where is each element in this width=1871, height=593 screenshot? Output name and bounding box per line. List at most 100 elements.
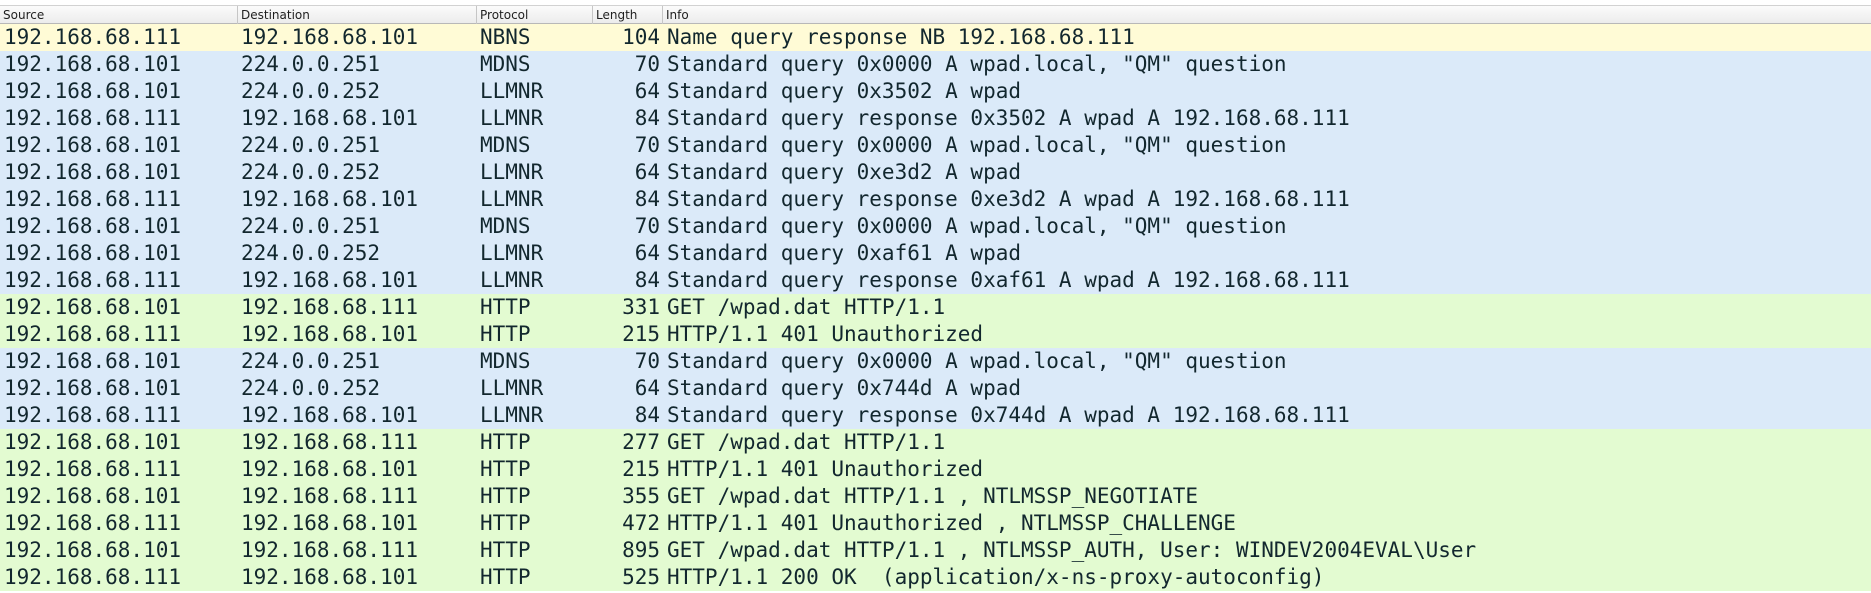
info-cell: Standard query 0xaf61 A wpad [667, 241, 1022, 265]
info-cell: GET /wpad.dat HTTP/1.1 [667, 430, 946, 454]
source-cell: 192.168.68.101 [4, 484, 182, 508]
source-cell: 192.168.68.111 [4, 457, 182, 481]
column-header-length[interactable]: Length [593, 6, 663, 24]
length-cell: 215 [622, 457, 660, 481]
source-cell: 192.168.68.101 [4, 241, 182, 265]
destination-cell: 192.168.68.111 [241, 538, 419, 562]
info-cell: HTTP/1.1 401 Unauthorized [667, 457, 984, 481]
info-cell: Name query response NB 192.168.68.111 [667, 25, 1135, 49]
source-cell: 192.168.68.101 [4, 160, 182, 184]
length-cell: 331 [622, 295, 660, 319]
protocol-cell: LLMNR [480, 160, 544, 184]
source-cell: 192.168.68.111 [4, 25, 182, 49]
info-cell: Standard query 0x3502 A wpad [667, 79, 1022, 103]
source-cell: 192.168.68.101 [4, 430, 182, 454]
source-cell: 192.168.68.111 [4, 268, 182, 292]
protocol-cell: HTTP [480, 430, 531, 454]
destination-cell: 224.0.0.251 [241, 214, 381, 238]
packet-row[interactable]: 192.168.68.101 192.168.68.111 HTTP 331 GET /… [0, 294, 1871, 321]
source-cell: 192.168.68.111 [4, 106, 182, 130]
destination-cell: 192.168.68.101 [241, 511, 419, 535]
length-cell: 355 [622, 484, 660, 508]
length-cell: 472 [622, 511, 660, 535]
source-cell: 192.168.68.101 [4, 214, 182, 238]
destination-cell: 224.0.0.252 [241, 376, 381, 400]
destination-cell: 192.168.68.101 [241, 268, 419, 292]
destination-cell: 224.0.0.251 [241, 349, 381, 373]
info-cell: Standard query 0x0000 A wpad.local, "QM"… [667, 214, 1287, 238]
info-cell: HTTP/1.1 200 OK (application/x-ns-proxy-… [667, 565, 1325, 589]
source-cell: 192.168.68.101 [4, 295, 182, 319]
column-header-destination[interactable]: Destination [238, 6, 477, 24]
destination-cell: 224.0.0.251 [241, 52, 381, 76]
source-cell: 192.168.68.111 [4, 565, 182, 589]
source-cell: 192.168.68.111 [4, 322, 182, 346]
column-header-info[interactable]: Info [666, 8, 689, 22]
info-cell: Standard query response 0x744d A wpad A … [667, 403, 1350, 427]
destination-cell: 224.0.0.252 [241, 241, 381, 265]
protocol-cell: NBNS [480, 25, 531, 49]
destination-cell: 224.0.0.252 [241, 79, 381, 103]
length-cell: 525 [622, 565, 660, 589]
source-cell: 192.168.68.111 [4, 403, 182, 427]
protocol-cell: LLMNR [480, 376, 544, 400]
destination-cell: 192.168.68.111 [241, 295, 419, 319]
length-cell: 277 [622, 430, 660, 454]
info-cell: GET /wpad.dat HTTP/1.1 [667, 295, 946, 319]
source-cell: 192.168.68.101 [4, 133, 182, 157]
destination-cell: 192.168.68.101 [241, 106, 419, 130]
length-cell: 84 [634, 187, 660, 211]
protocol-cell: LLMNR [480, 241, 544, 265]
source-cell: 192.168.68.101 [4, 79, 182, 103]
packet-row[interactable]: 192.168.68.111 192.168.68.101 NBNS 104 Name … [0, 24, 1871, 51]
destination-cell: 192.168.68.101 [241, 403, 419, 427]
source-cell: 192.168.68.101 [4, 52, 182, 76]
length-cell: 895 [622, 538, 660, 562]
destination-cell: 224.0.0.252 [241, 160, 381, 184]
source-cell: 192.168.68.101 [4, 376, 182, 400]
protocol-cell: MDNS [480, 214, 531, 238]
column-header-protocol[interactable]: Protocol [477, 6, 593, 24]
protocol-cell: LLMNR [480, 187, 544, 211]
info-cell: Standard query response 0xaf61 A wpad A … [667, 268, 1350, 292]
column-header-source[interactable]: Source [0, 6, 238, 24]
protocol-cell: HTTP [480, 295, 531, 319]
protocol-cell: LLMNR [480, 268, 544, 292]
source-cell: 192.168.68.101 [4, 349, 182, 373]
length-cell: 64 [634, 79, 660, 103]
length-cell: 64 [634, 376, 660, 400]
protocol-cell: MDNS [480, 52, 531, 76]
packet-list-header: Source Destination Protocol Length Info [0, 5, 1871, 24]
protocol-cell: HTTP [480, 484, 531, 508]
destination-cell: 224.0.0.251 [241, 133, 381, 157]
destination-cell: 192.168.68.101 [241, 25, 419, 49]
info-cell: Standard query response 0xe3d2 A wpad A … [667, 187, 1350, 211]
protocol-cell: LLMNR [480, 106, 544, 130]
source-cell: 192.168.68.111 [4, 187, 182, 211]
destination-cell: 192.168.68.101 [241, 565, 419, 589]
info-cell: Standard query 0xe3d2 A wpad [667, 160, 1022, 184]
length-cell: 70 [634, 133, 660, 157]
length-cell: 104 [622, 25, 660, 49]
length-cell: 70 [634, 349, 660, 373]
